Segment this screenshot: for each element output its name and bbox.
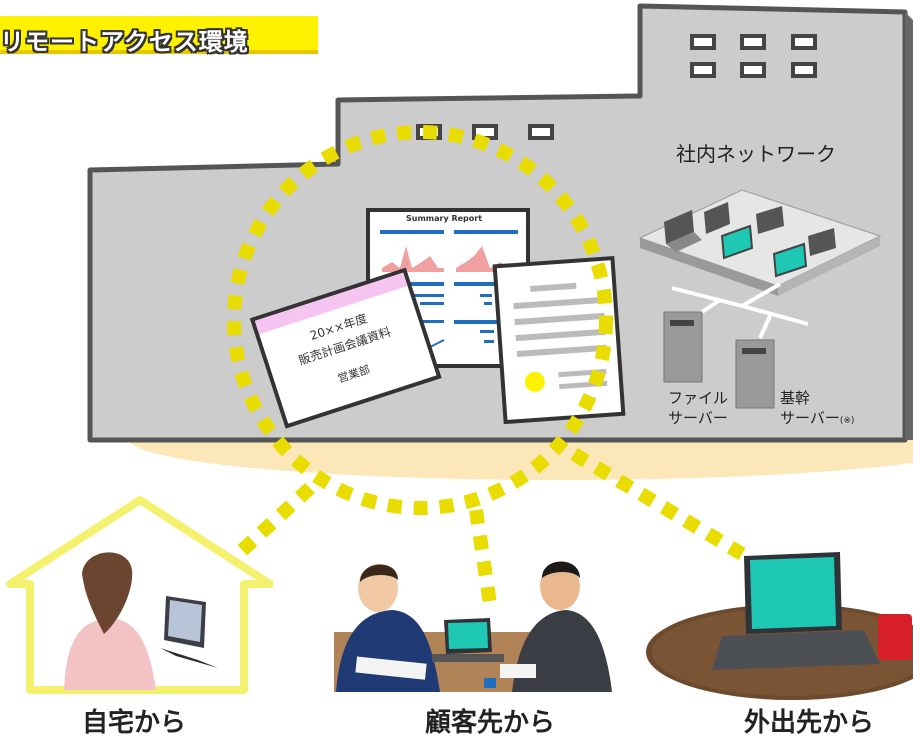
report-title: Summary Report (406, 214, 483, 223)
network-lines (671, 282, 809, 339)
connection-lines (231, 447, 746, 606)
network-platform (638, 189, 882, 296)
network-laptop-1 (664, 210, 702, 252)
title-banner: リモートアクセス環境 (0, 16, 318, 56)
core-server-note: (※) (839, 416, 855, 426)
text-document (492, 256, 626, 425)
location-outside-label: 外出先から (744, 708, 875, 738)
dotted-circle (227, 125, 613, 515)
location-home-label: 自宅から (82, 708, 187, 738)
network-label: 社内ネットワーク (676, 142, 836, 166)
woman-working-illustration (64, 552, 218, 690)
file-server-label: ファイルサーバー (668, 389, 729, 427)
file-server (663, 311, 703, 383)
meeting-illustration (334, 561, 612, 692)
core-server-label: 基幹サーバー(※) (780, 389, 855, 427)
page-title: リモートアクセス環境 (0, 28, 249, 56)
network-laptop-3 (720, 224, 754, 260)
core-server (735, 339, 775, 409)
location-client-label: 顧客先から (425, 708, 556, 738)
cafe-illustration (646, 552, 913, 700)
network-laptop-2 (704, 202, 730, 234)
network-laptop-6 (808, 228, 836, 256)
slide-document (249, 267, 442, 429)
network-laptop-5 (772, 242, 808, 278)
network-laptop-4 (756, 206, 784, 234)
